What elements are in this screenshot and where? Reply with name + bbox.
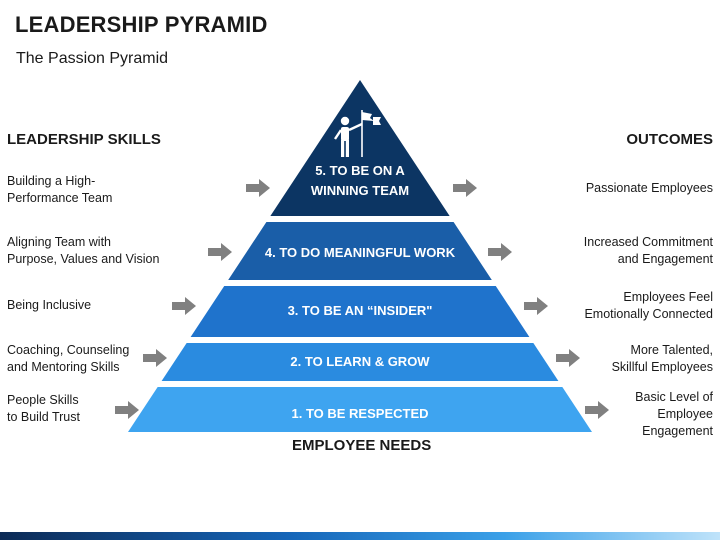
footer-bar [0, 532, 720, 540]
pyramid-level-4 [228, 222, 492, 280]
arrow-right-icon [488, 243, 512, 261]
arrow-right-icon [143, 349, 167, 367]
arrow-right-icon [453, 179, 477, 197]
pyramid-level-5-label: WINNING TEAM [311, 183, 409, 198]
arrow-right-icon [115, 401, 139, 419]
arrow-right-icon [208, 243, 232, 261]
outcome-2: More Talented,Skillful Employees [611, 343, 713, 374]
pyramid-level-2-label: 2. TO LEARN & GROW [290, 354, 430, 369]
pyramid-level-1-label: 1. TO BE RESPECTED [291, 406, 428, 421]
pyramid-level-5 [270, 80, 450, 216]
arrow-right-icon [585, 401, 609, 419]
outcomes-heading: OUTCOMES [626, 131, 713, 148]
pyramid-level-3-label: 3. TO BE AN “INSIDER" [288, 303, 433, 318]
pyramid-level-3 [190, 286, 530, 337]
leadership-skill-3: Being Inclusive [7, 298, 92, 312]
arrow-right-icon [524, 297, 548, 315]
arrow-right-icon [246, 179, 270, 197]
outcome-5: Passionate Employees [585, 181, 713, 195]
employee-needs-label: EMPLOYEE NEEDS [292, 437, 432, 454]
arrow-right-icon [172, 297, 196, 315]
pyramid-level-1 [128, 387, 592, 432]
person-with-flag-icon [334, 110, 381, 157]
pyramid-level-4-label: 4. TO DO MEANINGFUL WORK [265, 245, 456, 260]
page-title: LEADERSHIP PYRAMID [15, 12, 268, 37]
pyramid-level-2 [161, 343, 559, 381]
pyramid-level-5-label: 5. TO BE ON A [315, 163, 405, 178]
leadership-skill-5: Building a High-Performance Team [7, 174, 113, 205]
leadership-skills-heading: LEADERSHIP SKILLS [7, 131, 161, 148]
page-subtitle: The Passion Pyramid [16, 50, 169, 67]
arrow-right-icon [556, 349, 580, 367]
